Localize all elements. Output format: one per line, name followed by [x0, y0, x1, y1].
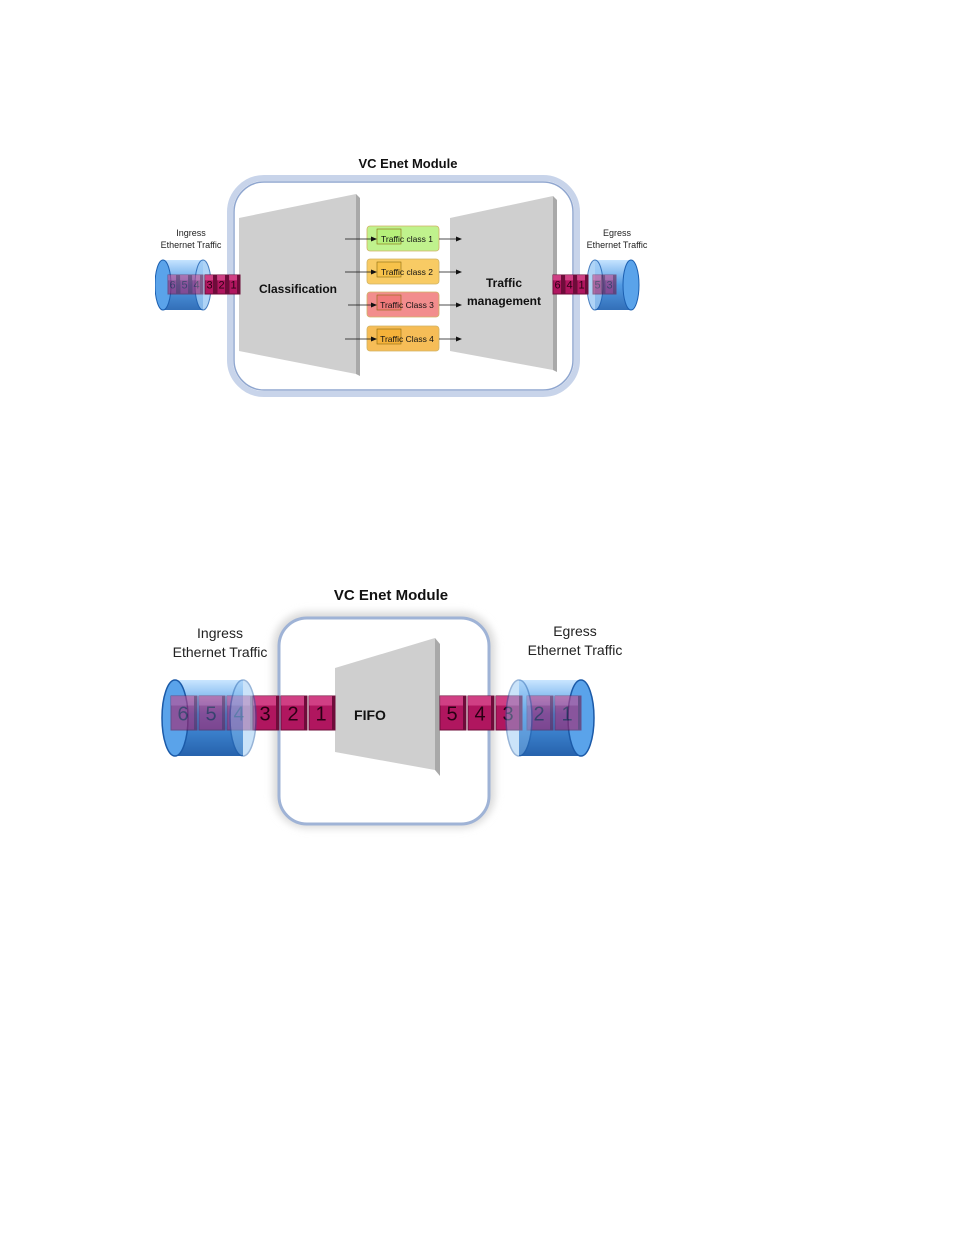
- egress-packet-in-pipe: 5: [593, 275, 604, 294]
- traffic-class-label: Traffic Class 4: [380, 334, 434, 344]
- classification-label: Classification: [259, 282, 337, 296]
- ingress-packet-in-pipe: 5: [180, 275, 191, 294]
- ingress-packet: 3: [253, 696, 279, 730]
- traffic-management-label-2: management: [467, 294, 541, 308]
- packet-number: 1: [578, 280, 584, 292]
- ingress-packet: 1: [309, 696, 335, 730]
- packet-number: 5: [181, 280, 187, 292]
- egress-label-2: Ethernet Traffic: [587, 240, 648, 250]
- packet-number: 5: [594, 280, 600, 292]
- egress-label-2: Ethernet Traffic: [528, 642, 623, 658]
- egress-packet-in-pipe: 1: [555, 696, 581, 730]
- egress-packet: 6: [553, 275, 564, 294]
- packet-number: 2: [218, 280, 224, 292]
- classification-diagram-svg: VC Enet Module Classification Traffic ma…: [155, 148, 655, 406]
- egress-label-1: Egress: [553, 623, 597, 639]
- ingress-label-2: Ethernet Traffic: [173, 644, 268, 660]
- packet-number: 5: [446, 703, 457, 725]
- egress-packet: 1: [577, 275, 588, 294]
- ingress-packet-in-pipe: 4: [192, 275, 203, 294]
- ingress-pipe-mouth: [230, 680, 256, 756]
- packet-number: 4: [474, 703, 485, 725]
- ingress-packet-in-pipe: 6: [168, 275, 179, 294]
- packet-number: 6: [554, 280, 560, 292]
- module-title: VC Enet Module: [334, 587, 448, 604]
- egress-packet-in-pipe: 3: [605, 275, 616, 294]
- packet-number: 4: [566, 280, 572, 292]
- packet-number: 1: [315, 703, 326, 725]
- module-title: VC Enet Module: [359, 156, 458, 171]
- packet-number: 3: [259, 703, 270, 725]
- ingress-label-2: Ethernet Traffic: [161, 240, 222, 250]
- egress-label-1: Egress: [603, 228, 632, 238]
- packet-number: 6: [177, 703, 188, 725]
- packet-number: 3: [606, 280, 612, 292]
- traffic-class-label: Traffic Class 3: [380, 300, 434, 310]
- packet-number: 6: [169, 280, 175, 292]
- ingress-label-1: Ingress: [176, 228, 206, 238]
- egress-packet: 4: [565, 275, 576, 294]
- egress-packet: 5: [440, 696, 466, 730]
- egress-pipe-mouth: [506, 680, 532, 756]
- fifo-label: FIFO: [354, 707, 386, 723]
- packet-number: 1: [230, 280, 236, 292]
- traffic-class-label: Traffic class 2: [381, 267, 433, 277]
- ingress-packet: 2: [217, 275, 228, 294]
- ingress-packet: 3: [205, 275, 216, 294]
- packet-number: 2: [287, 703, 298, 725]
- packet-number: 5: [205, 703, 216, 725]
- classification-diagram: VC Enet Module Classification Traffic ma…: [155, 148, 655, 406]
- ingress-packet: 2: [281, 696, 307, 730]
- egress-packet: 4: [468, 696, 494, 730]
- packet-number: 2: [533, 703, 544, 725]
- ingress-label-1: Ingress: [197, 625, 243, 641]
- traffic-management-label-1: Traffic: [486, 276, 522, 290]
- traffic-class-label: Traffic class 1: [381, 234, 433, 244]
- ingress-packet-in-pipe: 6: [171, 696, 197, 730]
- packet-number: 1: [561, 703, 572, 725]
- packet-number: 4: [193, 280, 199, 292]
- packet-number: 3: [206, 280, 212, 292]
- ingress-packet-in-pipe: 5: [199, 696, 225, 730]
- ingress-packet: 1: [229, 275, 240, 294]
